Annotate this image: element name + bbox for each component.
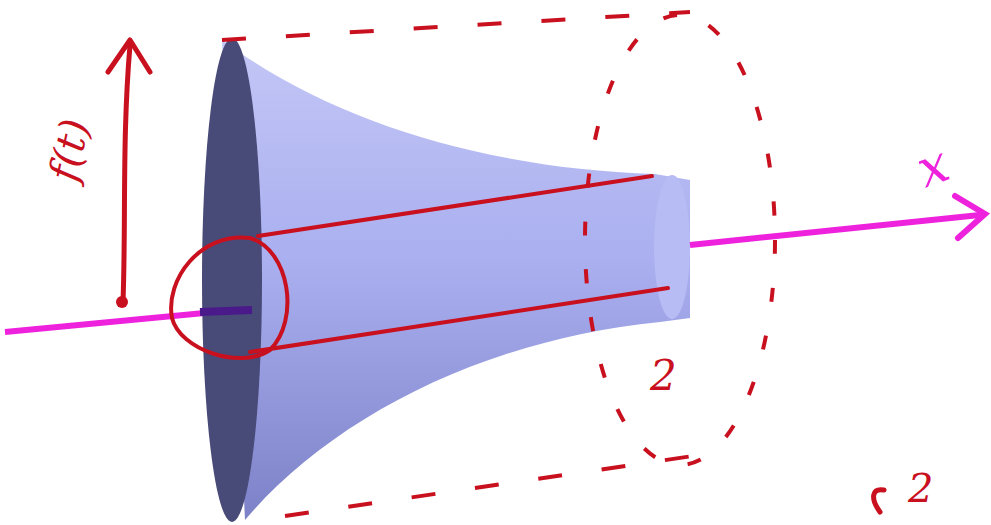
left-face [202, 38, 262, 522]
dashed-outline [222, 12, 690, 40]
axis-inside [200, 310, 252, 312]
point [116, 296, 128, 308]
length-label: 2 [650, 355, 677, 397]
cylinder-line [258, 176, 652, 236]
integral-sign [874, 490, 884, 512]
x-axis [690, 215, 980, 245]
x-axis [5, 312, 215, 332]
integral-limit: 2 [908, 468, 933, 508]
dashed-circle [585, 15, 775, 465]
cylinder-line [250, 288, 668, 352]
axis-arrowhead [955, 196, 985, 238]
dashed-outline [285, 452, 720, 516]
end-cap [654, 175, 690, 319]
horn-surface [222, 40, 690, 520]
function-label: f(t) [43, 115, 95, 184]
radius-arrow [123, 45, 130, 302]
arrowhead [108, 40, 150, 72]
axis-label: x [910, 137, 955, 196]
cross-section-circle [171, 237, 287, 358]
